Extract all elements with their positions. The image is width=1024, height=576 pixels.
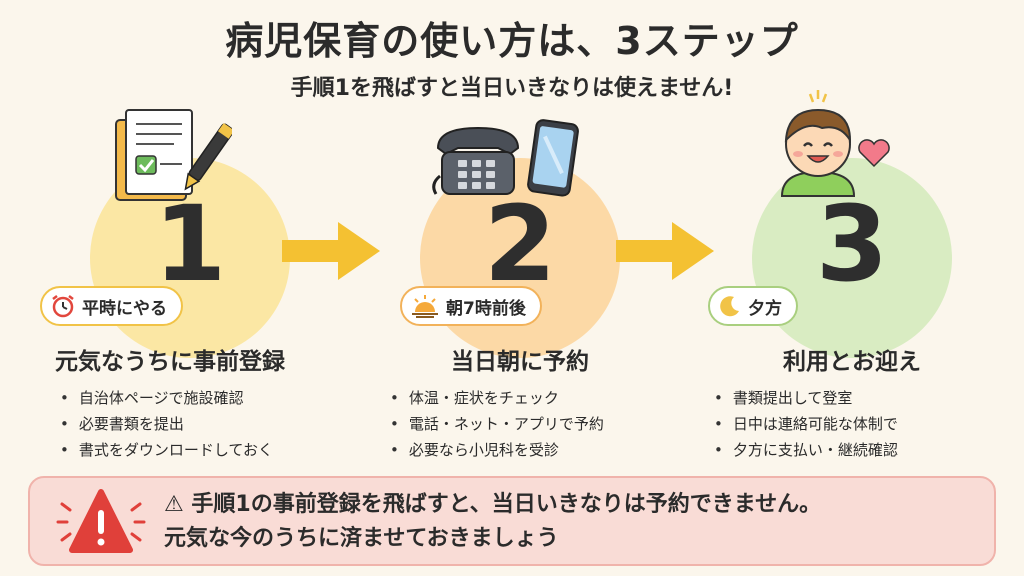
list-item: 体温・症状をチェック xyxy=(390,385,604,411)
step-1-list: 自治体ページで施設確認 必要書類を提出 書式をダウンロードしておく xyxy=(60,385,273,463)
step-2-title: 当日朝に予約 xyxy=(451,349,589,375)
alarm-clock-icon xyxy=(52,295,74,318)
list-item: 電話・ネット・アプリで予約 xyxy=(390,411,604,437)
list-item: 必要なら小児科を受診 xyxy=(390,437,604,463)
step-2-number: 2 xyxy=(483,183,557,305)
warning-line-1: ⚠ 手順1の事前登録を飛ばすと、当日いきなりは予約できません。 xyxy=(164,492,822,517)
sunrise-icon xyxy=(412,295,438,318)
step-1: 1 平時にやる 元気なうちに事前登録 自治体ページで施設確認 必要書類を提出 書… xyxy=(20,100,320,470)
moon-icon xyxy=(720,296,739,317)
step-3-number: 3 xyxy=(815,183,889,305)
page-subtitle: 手順1を飛ばすと当日いきなりは使えません! xyxy=(290,76,734,101)
list-item: 日中は連絡可能な体制で xyxy=(714,411,898,437)
warning-banner: ⚠ 手順1の事前登録を飛ばすと、当日いきなりは予約できません。 元気な今のうちに… xyxy=(28,476,996,566)
list-item: 夕方に支払い・継続確認 xyxy=(714,437,898,463)
arrow-right-icon xyxy=(616,222,714,280)
arrow-right-icon xyxy=(282,222,380,280)
warning-text: ⚠ 手順1の事前登録を飛ばすと、当日いきなりは予約できません。 元気な今のうちに… xyxy=(164,488,821,556)
step-1-title: 元気なうちに事前登録 xyxy=(55,349,285,375)
document-pen-icon xyxy=(115,109,232,201)
step-2-badge-label: 朝7時前後 xyxy=(446,298,526,319)
step-3-list: 書類提出して登室 日中は連絡可能な体制で 夕方に支払い・継続確認 xyxy=(714,385,898,463)
warning-triangle-icon xyxy=(56,489,146,553)
list-item: 書式をダウンロードしておく xyxy=(60,437,273,463)
list-item: 自治体ページで施設確認 xyxy=(60,385,273,411)
step-1-badge-label: 平時にやる xyxy=(82,298,167,319)
list-item: 書類提出して登室 xyxy=(714,385,898,411)
step-3: 3 夕方 利用とお迎え 書類提出して登室 日中は連絡可能な体制で 夕方に支払い・… xyxy=(682,90,982,470)
happy-child-heart-icon xyxy=(780,90,890,197)
page-title: 病児保育の使い方は、3ステップ xyxy=(225,19,799,63)
phone-smartphone-icon xyxy=(432,119,579,197)
list-item: 必要書類を提出 xyxy=(60,411,273,437)
step-3-badge-label: 夕方 xyxy=(748,298,782,319)
step-3-title: 利用とお迎え xyxy=(783,349,921,375)
step-2-badge: 朝7時前後 xyxy=(400,286,542,326)
step-2: 2 朝7時前後 当日朝に予約 体温・症状をチェック 電話・ネット・アプリで予約 … xyxy=(350,100,650,470)
warning-line-2: 元気な今のうちに済ませておきましょう xyxy=(164,526,559,551)
step-2-list: 体温・症状をチェック 電話・ネット・アプリで予約 必要なら小児科を受診 xyxy=(390,385,604,463)
step-1-badge: 平時にやる xyxy=(40,286,183,326)
step-3-badge: 夕方 xyxy=(708,286,798,326)
step-1-number: 1 xyxy=(153,183,227,305)
